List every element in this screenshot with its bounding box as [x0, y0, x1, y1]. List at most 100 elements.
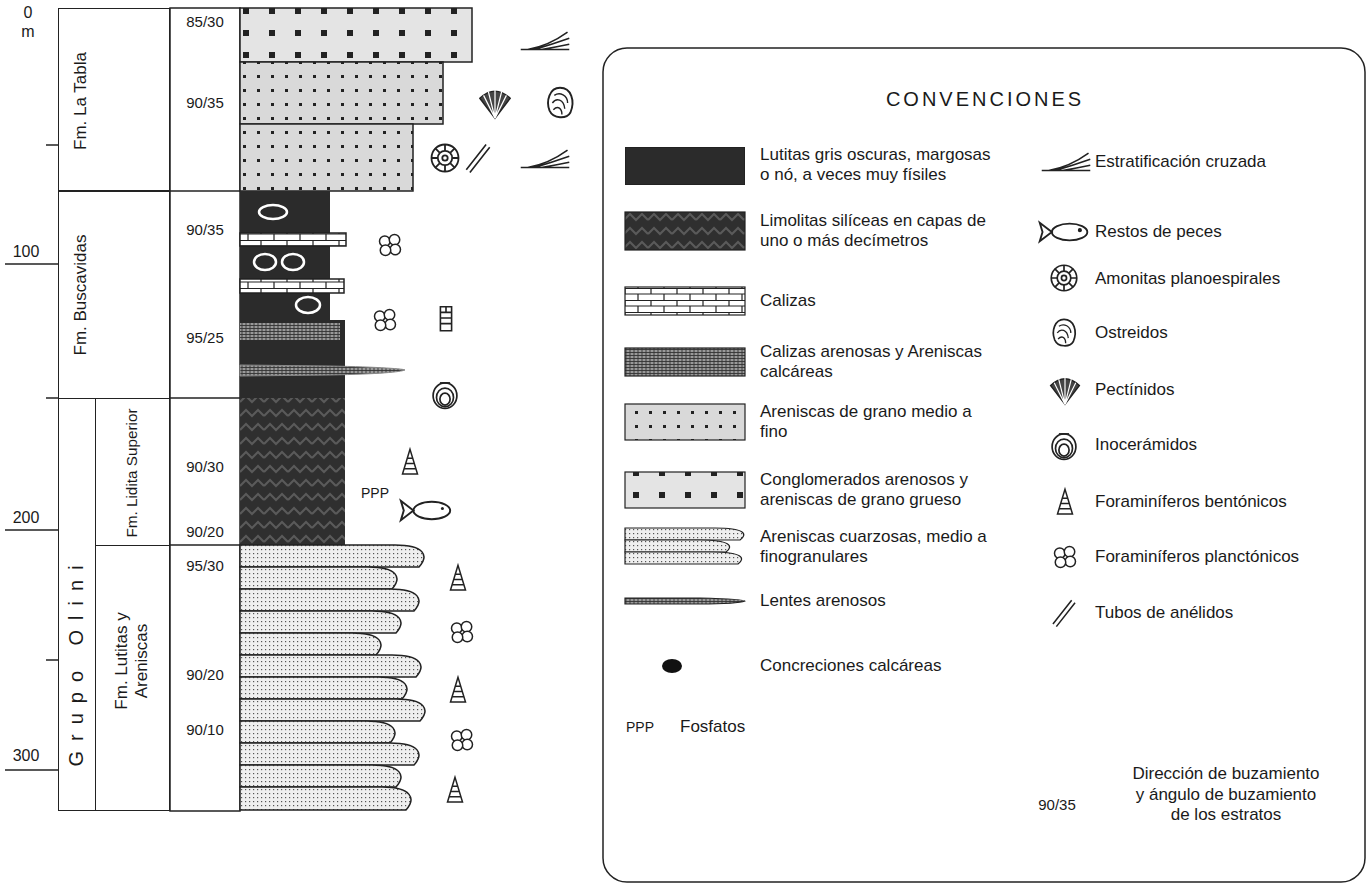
- depth-mark: 0: [24, 4, 33, 22]
- fossil-symbols: [375, 310, 396, 331]
- fossil-symbols: [548, 88, 572, 117]
- phosphate-mark: PPP: [626, 719, 654, 735]
- depth-mark: 200: [13, 509, 40, 527]
- legend-samples: [1053, 319, 1075, 345]
- depth-scale: [46, 144, 58, 146]
- dip-value: 90/35: [186, 94, 224, 111]
- formation-box: Fm. Buscavidas: [58, 190, 170, 399]
- dip-value: 95/30: [186, 557, 224, 574]
- lithology: [240, 721, 395, 743]
- legend-samples: [1058, 489, 1073, 514]
- lithology: [240, 633, 381, 655]
- lithology: [240, 765, 401, 787]
- legend-samples: [1055, 547, 1076, 568]
- dip-value: 90/20: [186, 523, 224, 540]
- legend-text: Inocerámidos: [1095, 435, 1335, 455]
- lithology: [240, 545, 424, 567]
- fossil-symbols: [521, 150, 570, 167]
- legend-text: Foraminíferos bentónicos: [1095, 492, 1335, 512]
- legend-samples: [625, 540, 730, 552]
- legend-frame: [603, 48, 1365, 882]
- legend-samples: [625, 598, 745, 604]
- legend-text: Pectínidos: [1095, 380, 1335, 400]
- depth-unit: m: [21, 23, 34, 41]
- fossil-symbols: [440, 307, 451, 331]
- lithology: [254, 205, 320, 313]
- dip-value: 90/35: [1038, 796, 1076, 813]
- legend-frame: [603, 48, 1365, 882]
- lithology: [240, 365, 405, 376]
- lithology: [240, 655, 421, 677]
- fossil-symbols: [451, 677, 466, 702]
- dip-column: [170, 544, 240, 546]
- depth-mark: 100: [13, 243, 40, 261]
- fossil-symbols: [448, 777, 463, 802]
- depth-scale: [5, 263, 58, 265]
- formation-box: Fm. Lidita Superior: [95, 398, 170, 546]
- lithology: [254, 254, 276, 270]
- depth-scale: [46, 659, 58, 661]
- formation-name: Grupo Olini: [65, 555, 88, 766]
- lithology: [240, 124, 413, 191]
- fossil-symbols: [480, 90, 510, 119]
- fossil-symbols: [451, 565, 466, 590]
- dip-value: 90/20: [186, 666, 224, 683]
- legend-samples: [625, 287, 745, 315]
- lithology: [240, 677, 407, 699]
- legend-samples: [1051, 377, 1080, 404]
- lithology: [240, 62, 443, 124]
- fossil-symbols: [403, 449, 418, 474]
- phosphate-mark: PPP: [361, 485, 389, 501]
- legend-text: Lentes arenosos: [760, 591, 1000, 611]
- legend-samples: [625, 153, 1090, 673]
- legend-text: Calizas: [760, 291, 1000, 311]
- lithology: [240, 8, 472, 810]
- lithology: [240, 398, 345, 545]
- lithology: [240, 743, 419, 765]
- legend-text: Ostreidos: [1095, 323, 1335, 343]
- formation-box: Grupo Olini Fm. Lidita SuperiorFm. Lutita…: [58, 398, 170, 811]
- depth-scale: [5, 145, 58, 770]
- formation-box: Fm. La Tabla: [58, 8, 170, 192]
- fossil-symbols: [380, 235, 401, 256]
- lithology: [240, 545, 425, 810]
- lithology: [282, 254, 304, 270]
- fossil-symbols: [466, 145, 489, 173]
- fossil-symbols: [401, 501, 450, 520]
- legend-swatch: [625, 147, 745, 185]
- legend-text: Calizas arenosas y Areniscas calcáreas: [760, 342, 1000, 383]
- legend-samples: [1042, 153, 1091, 170]
- fossil-symbols: [452, 730, 473, 751]
- lithology: [259, 205, 287, 219]
- formation-name: Fm. Lutitas y Areniscas: [112, 586, 151, 736]
- dip-column: [170, 8, 240, 811]
- legend-samples: [1051, 265, 1077, 291]
- legend-text: Limolitas silíceas en capas de uno o más…: [760, 211, 1000, 252]
- fossil-symbols: [521, 32, 570, 49]
- legend-text: Areniscas cuarzosas, medio a finogranula…: [760, 527, 1000, 568]
- dip-value: 95/25: [186, 329, 224, 346]
- depth-scale: [5, 769, 58, 771]
- lithology: [240, 320, 345, 398]
- legend-text: Tubos de anélidos: [1095, 603, 1335, 623]
- fossil-symbols: [452, 622, 473, 643]
- formation-name: Fm. Buscavidas: [71, 235, 91, 356]
- depth-scale: [46, 397, 58, 399]
- fossil-symbols: [432, 145, 459, 172]
- legend-text: Amonitas planoespirales: [1095, 269, 1335, 289]
- legend-text: Dirección de buzamiento y ángulo de buza…: [1128, 764, 1324, 825]
- lithology: [240, 611, 401, 633]
- legend-samples: [625, 552, 742, 564]
- legend-text: Lutitas gris oscuras, margosas o nó, a v…: [760, 145, 1000, 186]
- legend-samples: [662, 659, 682, 673]
- legend-samples: [1053, 600, 1075, 626]
- legend-samples: [625, 348, 745, 376]
- lithology: [240, 323, 340, 340]
- lithology: [240, 233, 346, 246]
- depth-scale: [5, 529, 58, 531]
- formation-name: Fm. Lidita Superior: [123, 408, 141, 537]
- legend-samples: [625, 404, 745, 440]
- lithology: [240, 589, 419, 611]
- dip-column: [170, 397, 240, 399]
